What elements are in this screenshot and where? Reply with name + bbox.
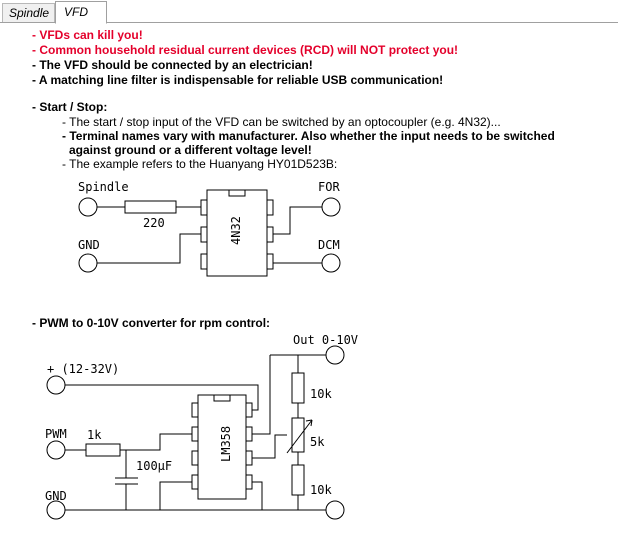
potentiometer-5k — [286, 417, 313, 454]
warning-line-3: - The VFD should be connected by an elec… — [32, 58, 313, 72]
label-1k: 1k — [87, 428, 102, 442]
label-220: 220 — [143, 216, 165, 230]
terminal-pwm — [46, 440, 66, 460]
terminal-gnd-2 — [46, 500, 66, 520]
tab-spindle[interactable]: Spindle — [2, 3, 55, 22]
resistor-10k-top — [291, 372, 305, 404]
label-100uf: 100µF — [136, 459, 172, 473]
start-stop-heading: - Start / Stop: — [32, 100, 108, 114]
pwm-heading: - PWM to 0-10V converter for rpm control… — [32, 316, 271, 330]
label-spindle: Spindle — [78, 180, 129, 194]
tab-bar: Spindle VFD — [0, 0, 618, 24]
label-gnd-2: GND — [45, 489, 67, 503]
warning-line-1: - VFDs can kill you! — [32, 28, 143, 42]
resistor-1k — [85, 443, 121, 457]
label-dcm: DCM — [318, 238, 340, 252]
label-4n32: 4N32 — [229, 216, 243, 245]
capacitor-100uf — [115, 477, 138, 485]
label-lm358: LM358 — [219, 426, 233, 462]
terminal-supply — [46, 375, 66, 395]
label-pwm: PWM — [45, 427, 67, 441]
terminal-out — [325, 345, 345, 365]
start-stop-line-3: - The example refers to the Huanyang HY0… — [62, 157, 338, 171]
label-for: FOR — [318, 180, 340, 194]
warning-line-4: - A matching line filter is indispensabl… — [32, 73, 444, 87]
label-gnd-1: GND — [78, 238, 100, 252]
start-stop-line-2a: - Terminal names vary with manufacturer.… — [62, 129, 555, 143]
label-10k-bottom: 10k — [310, 483, 332, 497]
terminal-gnd-right — [325, 500, 345, 520]
label-supply: + (12-32V) — [47, 362, 119, 376]
start-stop-line-2b: against ground or a different voltage le… — [69, 143, 312, 157]
label-out: Out 0-10V — [293, 333, 358, 347]
tab-vfd[interactable]: VFD — [55, 1, 107, 24]
label-10k-top: 10k — [310, 387, 332, 401]
start-stop-line-1: - The start / stop input of the VFD can … — [62, 115, 501, 129]
label-5k: 5k — [310, 435, 325, 449]
resistor-10k-bottom — [291, 464, 305, 496]
warning-line-2: - Common household residual current devi… — [32, 43, 459, 57]
tab-bar-divider — [0, 22, 618, 23]
